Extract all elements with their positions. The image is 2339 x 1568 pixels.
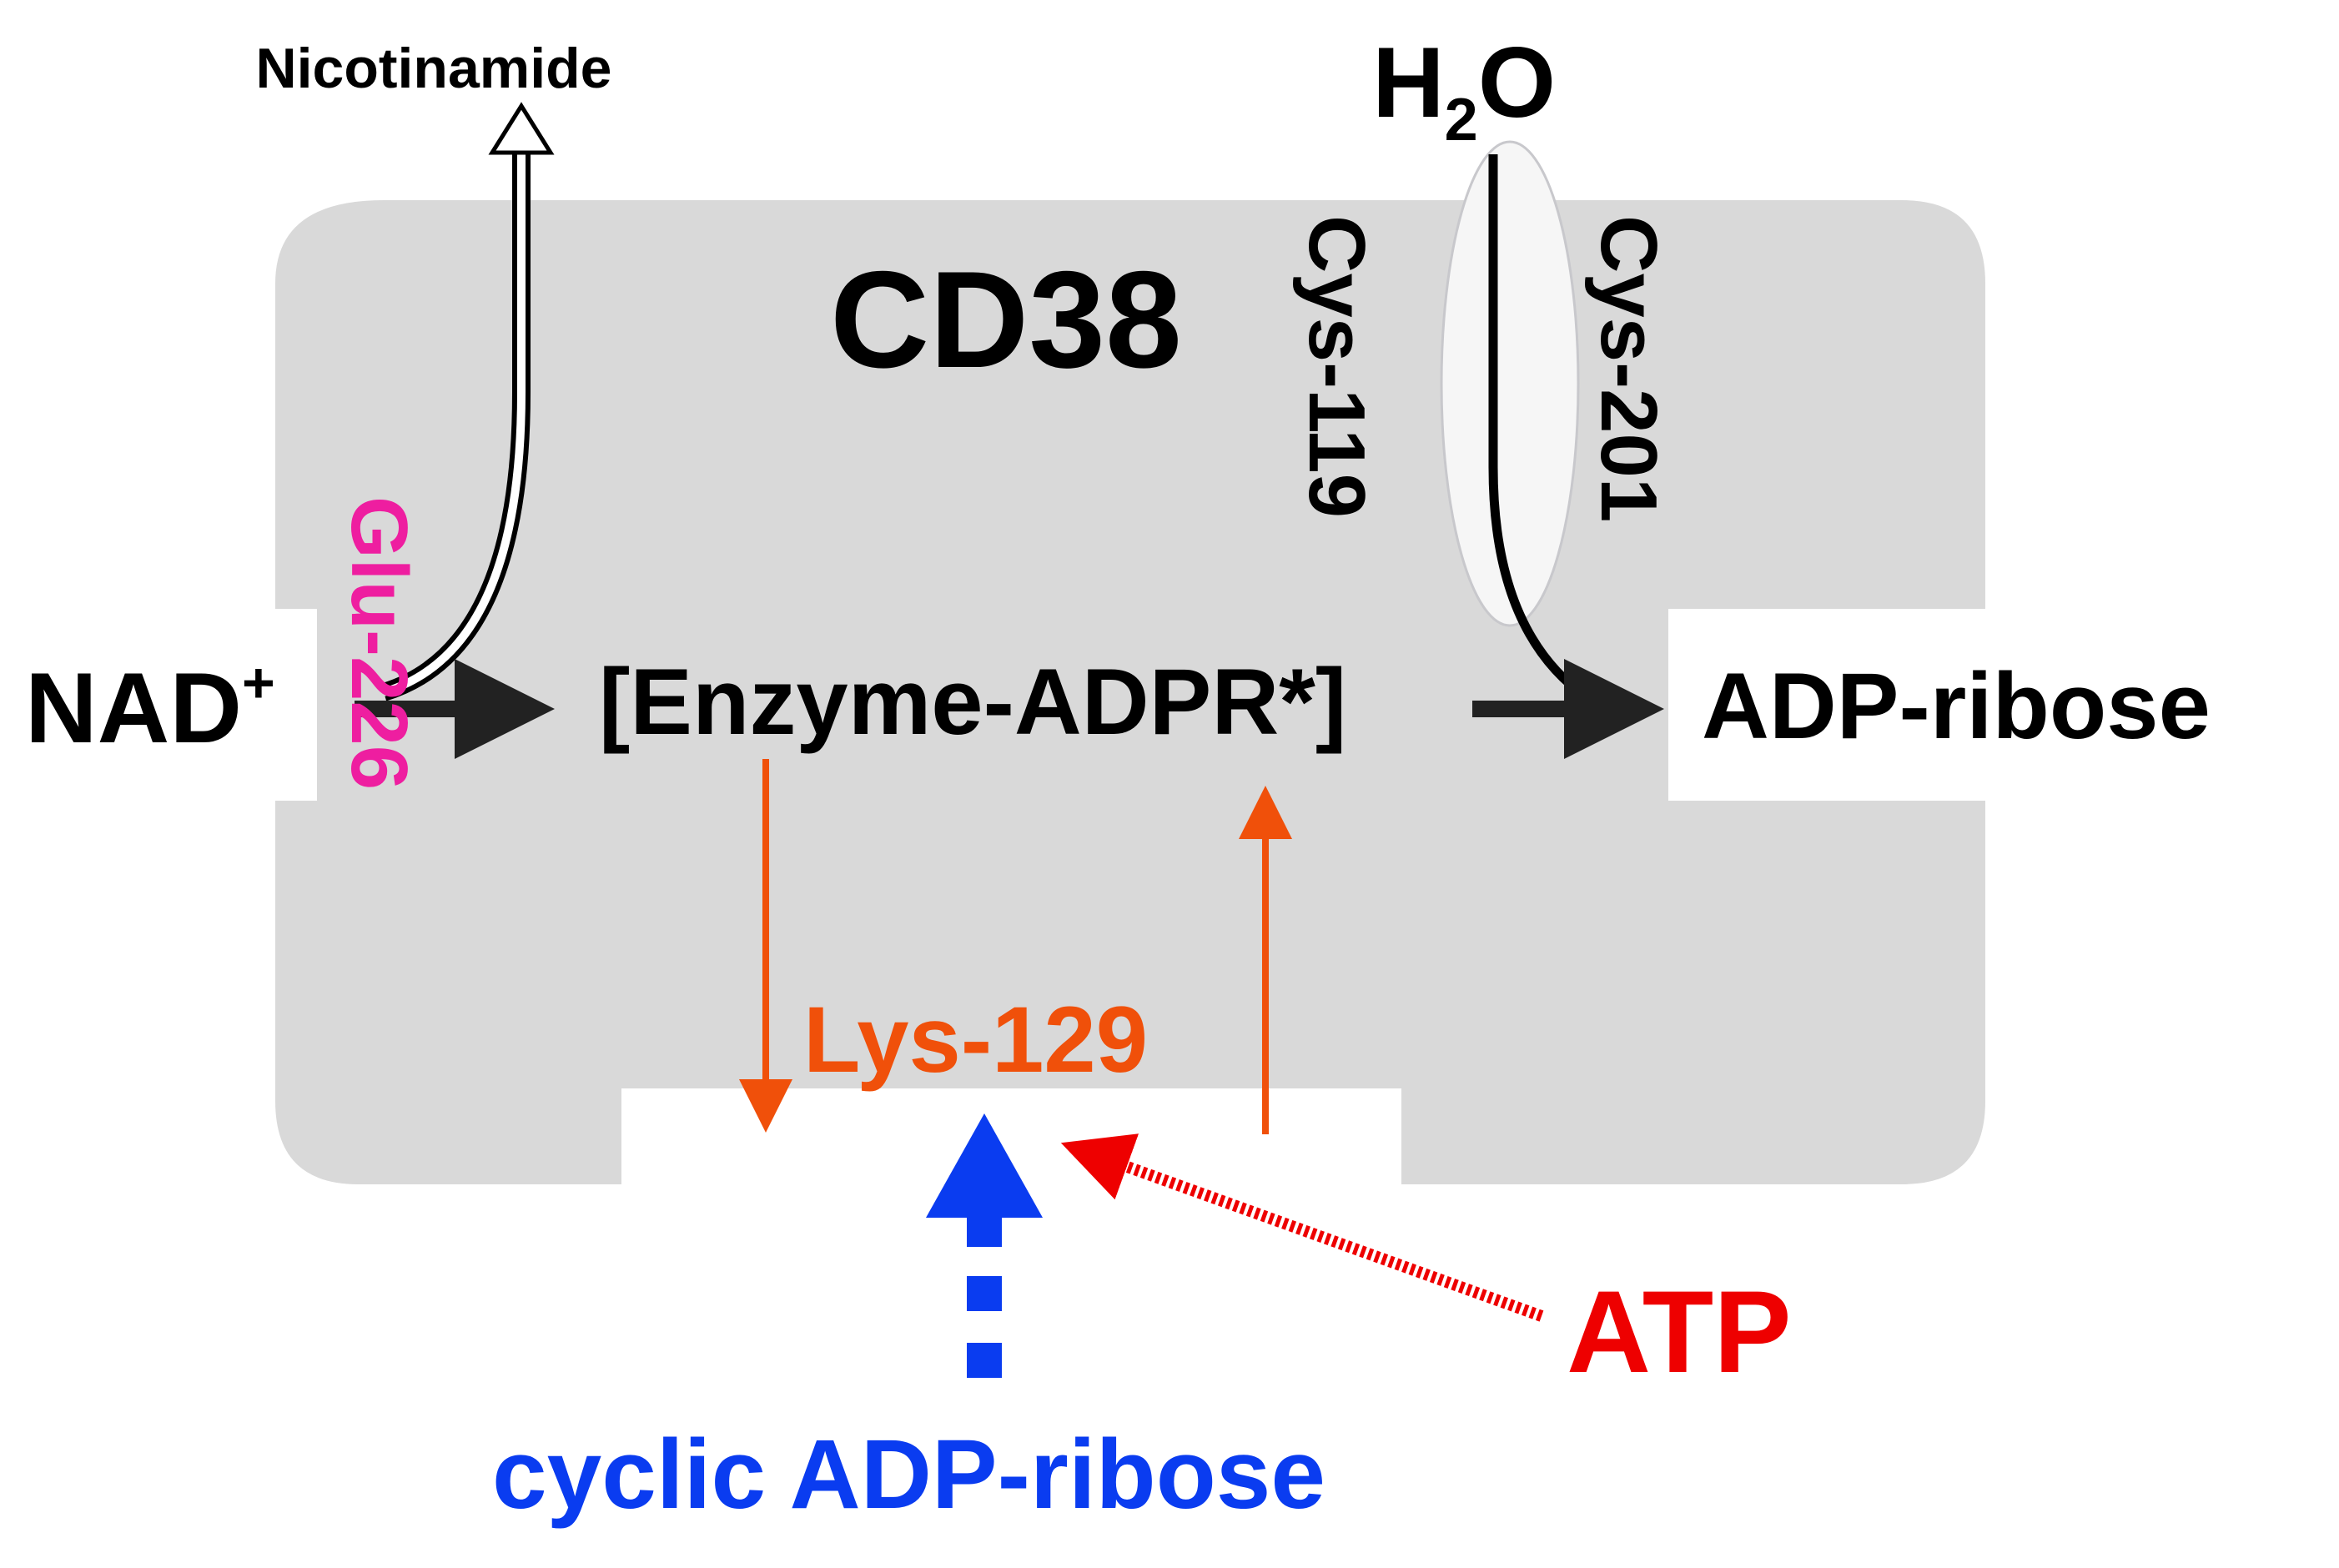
water-label-o: O <box>1478 27 1556 138</box>
blue-dash-2 <box>967 1276 1002 1311</box>
atp-inhibition-arrow <box>1060 1133 1544 1322</box>
lys129-label: Lys-129 <box>803 988 1148 1092</box>
nad-label: NAD+ <box>25 651 275 764</box>
nad-label-superscript: + <box>242 651 275 715</box>
enzyme-name: CD38 <box>830 243 1182 396</box>
cys119-label: Cys-119 <box>1292 215 1381 518</box>
water-ellipse <box>1440 140 1580 627</box>
blue-dash-1 <box>967 1343 1002 1378</box>
water-label-h: H <box>1372 27 1445 138</box>
adp-ribose-label: ADP-ribose <box>1702 654 2211 758</box>
glu226-label: Glu-226 <box>335 496 424 790</box>
blue-arrow-shaft <box>967 1214 1002 1247</box>
cyclic-adpr-label: cyclic ADP-ribose <box>492 1420 1325 1530</box>
water-label: H2O <box>1372 27 1556 153</box>
nicotinamide-release-arrow <box>380 102 555 701</box>
nad-label-main: NAD <box>25 652 242 764</box>
atp-label: ATP <box>1567 1266 1792 1397</box>
cys201-label: Cys-201 <box>1584 215 1673 522</box>
blue-arrowhead <box>926 1113 1043 1218</box>
intermediate-label: [Enzyme-ADPR*] <box>599 650 1346 754</box>
water-label-subscript: 2 <box>1445 87 1478 153</box>
cyclic-adpr-inhibition-arrow <box>926 1113 1043 1378</box>
nicotinamide-arrowhead <box>488 102 555 155</box>
nicotinamide-label: Nicotinamide <box>256 37 612 100</box>
